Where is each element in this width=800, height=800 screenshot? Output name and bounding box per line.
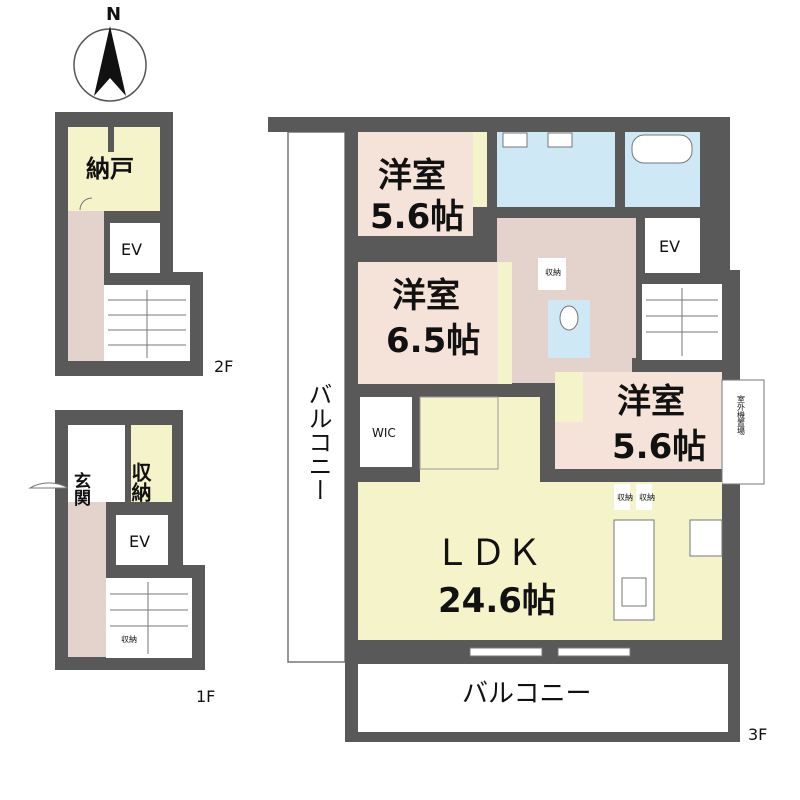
f3-closet-2 [498,262,512,384]
f3-south-balcony [358,664,728,732]
f3-storage-b-box [614,484,630,510]
f3-western-room-1 [358,132,473,236]
f1-entrance-door-swing [28,482,69,489]
f3-outdoor-unit-area [721,379,765,485]
f3-cooktop-icon [689,519,723,557]
f1-floor-label: 1F [196,687,215,706]
floor-1f: 玄関 収納 EV 収納 1F [28,410,215,706]
f3-western-room-1-size: 5.6帖 [370,197,464,237]
f3-ev-label: EV [659,237,680,256]
f3-ldk-size: 24.6帖 [438,581,556,621]
f3-ldk-name: ＬＤＫ [434,533,542,574]
f3-sink-1-icon [502,132,528,148]
f2-nando-divider [108,127,114,152]
f3-closet-3 [555,372,583,422]
f2-nando-label: 納戸 [86,155,134,183]
f3-western-room-2 [358,262,498,384]
f3-wic [360,397,412,467]
f1-entrance [68,425,125,502]
f2-corridor [68,211,104,361]
f1-stair-lines [110,582,188,654]
compass: N [73,4,147,102]
f3-western-room-2-name: 洋室 [392,276,460,316]
f3-toilet-icon [559,305,579,331]
f3-wic-label: WIC [372,426,396,440]
f3-storage-c-label: 収納 [639,492,655,502]
f3-window-south-1 [469,647,543,657]
f3-south-balcony-label: バルコニー [462,679,591,709]
f3-western-room-3-name: 洋室 [617,382,685,422]
f3-western-room-2-size: 6.5帖 [386,321,480,361]
f3-storage-a-box [538,258,566,290]
f1-corridor [68,502,106,657]
f1-ev-box [116,515,168,565]
f3-ev-box [645,218,700,273]
compass-n-label: N [106,4,121,25]
f2-door-swing [79,197,93,211]
f3-sink-2-icon [547,132,573,148]
f1-storage-label: 収納 [128,462,152,502]
f3-storage-b-label: 収納 [617,492,633,502]
f3-storage-c-box [636,484,652,510]
f3-closet-1 [473,132,487,207]
f2-floor-label: 2F [214,357,233,376]
f3-bathtub-icon [631,134,693,164]
f3-west-balcony-label: バルコニー [304,382,332,502]
f3-outdoor-unit-label: 室外機置場 [737,394,746,436]
f3-western-room-1-name: 洋室 [378,156,446,196]
f1-ev-label: EV [129,532,150,551]
f3-stair-lines [646,288,718,356]
f3-ldk-nook [419,396,499,470]
north-arrow-icon [94,26,126,96]
f3-kitchen-sink-icon [621,577,647,607]
floor-2f: 納戸 EV 2F [55,112,233,376]
f3-window-south-2 [557,647,631,657]
f3-storage-a-label: 収納 [545,267,561,277]
f1-entrance-label: 玄関 [70,471,91,506]
f2-ev-box [110,223,160,273]
f1-storage [131,425,172,502]
f3-floor-label: 3F [748,725,767,744]
f1-stairs [106,578,192,658]
f1-small-storage-label: 収納 [121,634,137,644]
f2-ev-label: EV [121,240,142,259]
f3-western-room-3-size: 5.6帖 [612,427,706,467]
f2-stair-lines [108,290,186,358]
floor-3f: 洋室 5.6帖 洋室 6.5帖 洋室 5.6帖 ＬＤＫ 24.6帖 WIC EV… [268,117,767,744]
